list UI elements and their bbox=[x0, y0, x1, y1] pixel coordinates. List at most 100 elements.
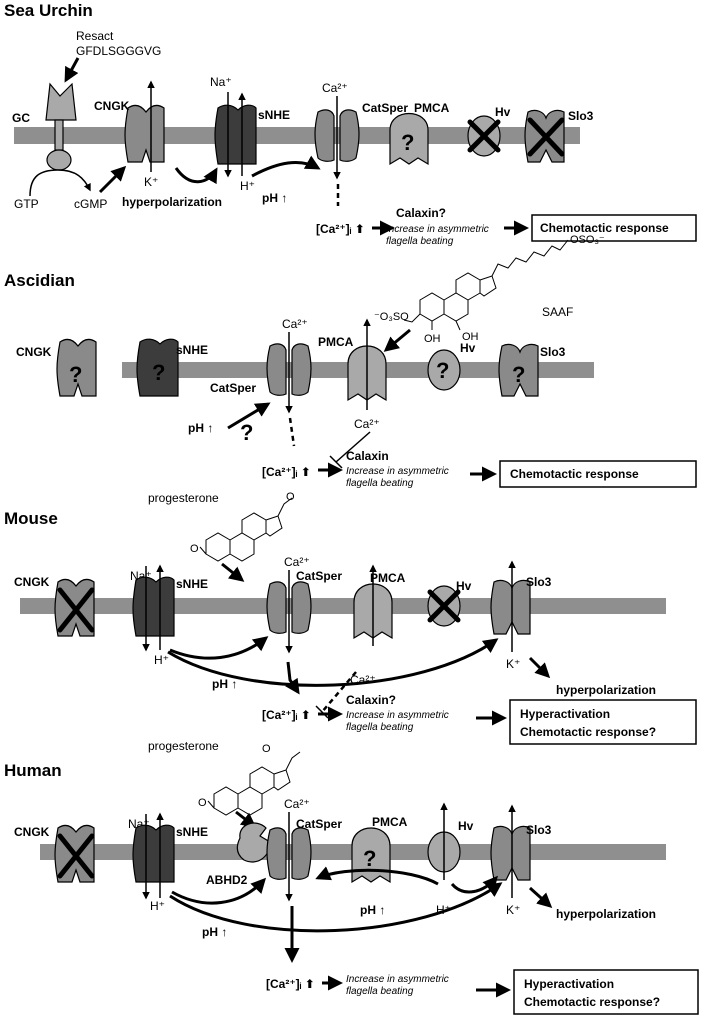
catsper-to-ca-dashed bbox=[288, 417, 296, 447]
snhe-label: sNHE bbox=[176, 577, 208, 591]
calaxin-label: Calaxin bbox=[346, 449, 389, 463]
ph-label: pH ↑ bbox=[188, 421, 213, 435]
snhe-channel bbox=[214, 104, 257, 165]
ca-label: Ca²⁺ bbox=[284, 797, 310, 811]
gtp-to-cgmp-arrow bbox=[29, 169, 91, 197]
snhe-label: sNHE bbox=[258, 108, 290, 122]
catsper-left-half bbox=[266, 581, 287, 634]
pmca-pump bbox=[351, 827, 391, 884]
k-label: K⁺ bbox=[506, 903, 520, 917]
increase-line2: flagella beating bbox=[346, 986, 414, 997]
slo3-label: Slo3 bbox=[568, 109, 594, 123]
hv-label: Hv bbox=[456, 579, 472, 593]
ring-o-label: O bbox=[198, 797, 207, 809]
ketone-o-label: O bbox=[286, 491, 295, 503]
resact-binding-arrow bbox=[64, 57, 80, 83]
h-label: H⁺ bbox=[150, 899, 165, 913]
response-box bbox=[509, 699, 697, 745]
ca-i-label: [Ca²⁺]ᵢ ⬆ bbox=[316, 222, 365, 236]
response-box bbox=[499, 460, 697, 488]
calaxin-label: Calaxin? bbox=[396, 206, 446, 220]
na-label: Na⁺ bbox=[210, 75, 232, 89]
cngk-channel bbox=[124, 104, 165, 163]
hydroxyl-label-2: OH bbox=[462, 331, 479, 343]
cngk-label: CNGK bbox=[16, 345, 52, 359]
gtp-label: GTP bbox=[14, 197, 39, 211]
response-line2: Chemotactic response? bbox=[524, 995, 660, 1009]
ph2-label: pH ↑ bbox=[360, 903, 385, 917]
slo3-channel bbox=[490, 579, 531, 635]
catsper-left-half bbox=[314, 109, 335, 162]
abhd2-label: ABHD2 bbox=[206, 873, 248, 887]
snhe-label: sNHE bbox=[176, 343, 208, 357]
hv-channel bbox=[427, 349, 461, 391]
slo3-label: Slo3 bbox=[526, 823, 552, 837]
pmca-inhibition-line bbox=[335, 431, 371, 463]
slo3-label: Slo3 bbox=[540, 345, 566, 359]
cngk-unknown-mark: ? bbox=[69, 362, 82, 387]
panel-title: Sea Urchin bbox=[4, 1, 93, 20]
snhe-channel bbox=[132, 824, 175, 883]
panel-mouse: Mouse progesterone O O ? CNGK Na⁺ sNHE H… bbox=[4, 491, 697, 745]
increase-line1: Increase in asymmetric bbox=[386, 224, 489, 235]
ca-label: Ca²⁺ bbox=[322, 81, 348, 95]
gc-receptor bbox=[45, 82, 77, 171]
response-line1: Hyperactivation bbox=[524, 977, 614, 991]
progesterone-label: progesterone bbox=[148, 739, 219, 753]
cgmp-to-cngk-arrow bbox=[98, 165, 127, 194]
hv-to-catsper-arrow bbox=[315, 866, 439, 886]
pmca-unknown-mark: ? bbox=[363, 846, 376, 871]
catsper-left-half bbox=[266, 827, 287, 880]
slo3-to-hyperpolarization-arrow bbox=[528, 886, 553, 909]
snhe-label: sNHE bbox=[176, 825, 208, 839]
hyperpolarization-label: hyperpolarization bbox=[122, 195, 222, 209]
slo3-channel bbox=[490, 825, 531, 881]
ketone-o-label: O bbox=[262, 743, 271, 755]
k-label: K⁺ bbox=[144, 175, 158, 189]
hv-to-slo3-arrow bbox=[450, 875, 498, 894]
response-text: Chemotactic response bbox=[510, 467, 639, 481]
catsper-label: CatSper bbox=[210, 381, 256, 395]
hv-label: Hv bbox=[458, 819, 474, 833]
cngk-to-snhe-arrow bbox=[174, 167, 218, 185]
increase-line1: Increase in asymmetric bbox=[346, 466, 449, 477]
hv-unknown-mark: ? bbox=[436, 358, 449, 383]
progesterone-label: progesterone bbox=[148, 491, 219, 505]
pmca-label: PMCA bbox=[372, 815, 408, 829]
ca-i-label: [Ca²⁺]ᵢ ⬆ bbox=[266, 977, 315, 991]
panel-title: Mouse bbox=[4, 509, 58, 528]
ph-unknown-mark: ? bbox=[240, 420, 253, 445]
catsper-to-ca-arrow bbox=[285, 661, 300, 695]
gc-domain bbox=[46, 149, 72, 171]
gc-label: GC bbox=[12, 111, 30, 125]
ph-label: pH ↑ bbox=[212, 677, 237, 691]
cngk-label: CNGK bbox=[94, 99, 130, 113]
snhe-to-catsper-arrow bbox=[251, 155, 321, 178]
snhe-to-slo3-arrow bbox=[169, 882, 503, 933]
cngk-label: CNGK bbox=[14, 575, 50, 589]
increase-line2: flagella beating bbox=[346, 722, 414, 733]
ph-label: pH ↑ bbox=[262, 191, 287, 205]
progesterone-molecule bbox=[199, 497, 293, 562]
panel-sea-urchin: Sea Urchin Resact GFDLSGGGVG GC CNGK K⁺ … bbox=[4, 1, 697, 247]
calaxin-label: Calaxin? bbox=[346, 693, 396, 707]
slo3-to-hyperpolarization-arrow bbox=[528, 656, 551, 679]
abhd2-enzyme bbox=[236, 822, 271, 863]
h-label: H⁺ bbox=[240, 179, 255, 193]
increase-line1: Increase in asymmetric bbox=[346, 710, 449, 721]
panel-human: Human progesterone O O CNGK Na⁺ sNHE H⁺ … bbox=[4, 739, 699, 1015]
response-line2: Chemotactic response? bbox=[520, 725, 656, 739]
snhe-channel bbox=[132, 576, 175, 637]
sulfate-top-label: OSO₃⁻ bbox=[570, 234, 605, 246]
membrane bbox=[20, 598, 666, 614]
ca-i-label: [Ca²⁺]ᵢ ⬆ bbox=[262, 465, 311, 479]
cngk-label: CNGK bbox=[14, 825, 50, 839]
catsper-right-half bbox=[291, 343, 312, 396]
saaf-label: SAAF bbox=[542, 305, 573, 319]
ca-i-label: [Ca²⁺]ᵢ ⬆ bbox=[262, 708, 311, 722]
increase-line2: flagella beating bbox=[346, 478, 414, 489]
increase-line2: flagella beating bbox=[386, 236, 454, 247]
catsper-label: CatSper bbox=[296, 569, 342, 583]
saaf-to-pmca-arrow bbox=[383, 328, 411, 352]
